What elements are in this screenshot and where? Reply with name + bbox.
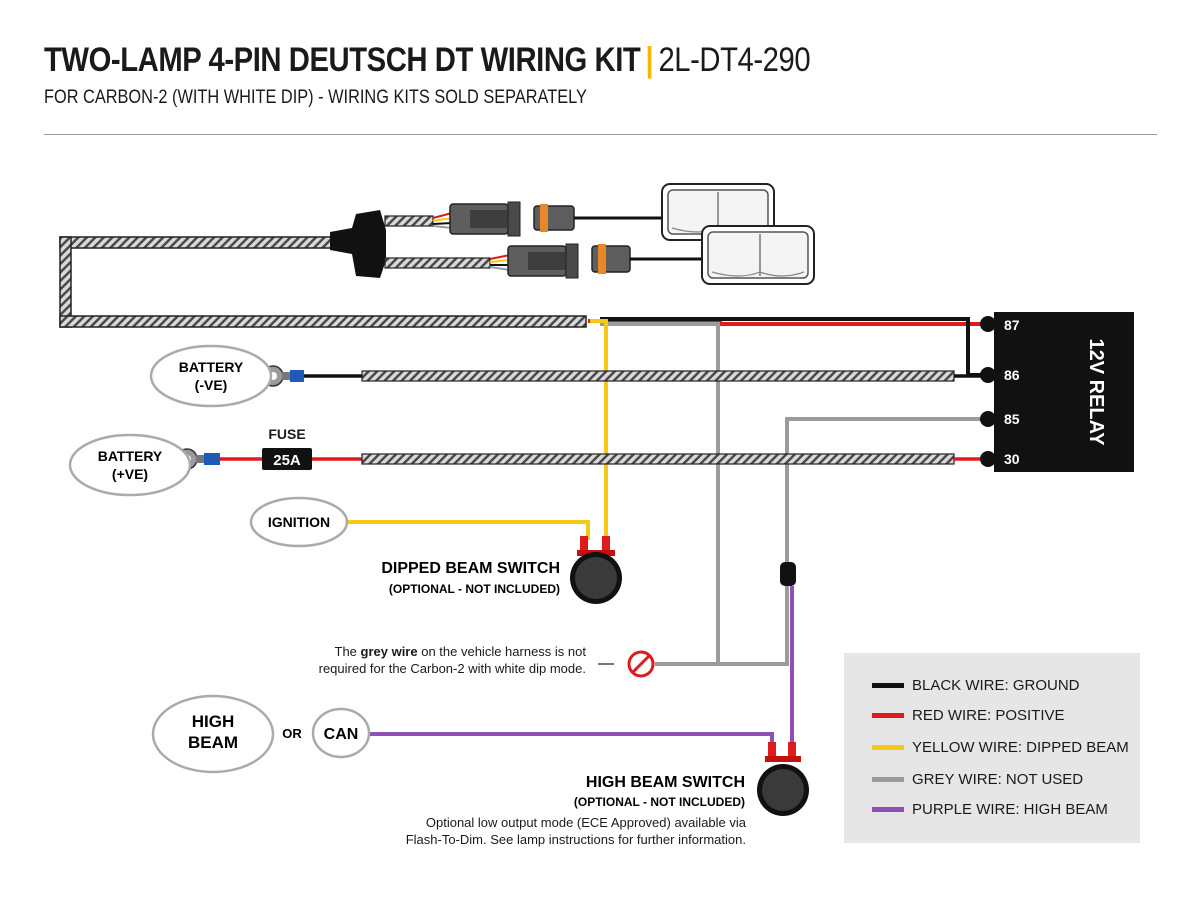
relay-12v: 87 86 85 30 12V RELAY xyxy=(980,312,1134,472)
legend-swatch-grey xyxy=(872,776,904,782)
flash-note-line2: Flash-To-Dim. See lamp instructions for … xyxy=(405,832,746,847)
fuse-25a: 25A xyxy=(262,448,312,470)
legend-label-grey: GREY WIRE: NOT USED xyxy=(912,770,1084,788)
title-text: TWO-LAMP 4-PIN DEUTSCH DT WIRING KIT xyxy=(44,41,641,79)
page-subtitle: FOR CARBON-2 (WITH WHITE DIP) - WIRING K… xyxy=(44,87,587,108)
legend-swatch-black xyxy=(872,682,904,688)
relay-pin-86: 86 xyxy=(1004,367,1020,383)
relay-label: 12V RELAY xyxy=(1085,338,1107,446)
grey-wire-note: The grey wire on the vehicle harness is … xyxy=(270,643,586,677)
relay-pin-30: 30 xyxy=(1004,451,1020,467)
flash-note-line1: Optional low output mode (ECE Approved) … xyxy=(425,815,746,830)
legend-item-yellow: YELLOW WIRE: DIPPED BEAM xyxy=(872,736,1129,758)
legend-swatch-purple xyxy=(872,806,904,812)
page-title: TWO-LAMP 4-PIN DEUTSCH DT WIRING KIT|2L-… xyxy=(44,40,811,80)
legend-item-red: RED WIRE: POSITIVE xyxy=(872,704,1065,726)
legend-label-red: RED WIRE: POSITIVE xyxy=(912,706,1065,724)
legend-item-grey: GREY WIRE: NOT USED xyxy=(872,768,1083,790)
high-switch-title: HIGH BEAM SWITCH xyxy=(586,774,745,791)
wire-legend: BLACK WIRE: GROUND RED WIRE: POSITIVE YE… xyxy=(844,653,1140,843)
dipped-beam-switch xyxy=(570,536,622,604)
grey-wire-harness xyxy=(600,322,720,664)
battery-negative-cable xyxy=(300,370,990,382)
battery-neg-line2: (-VE) xyxy=(195,377,228,393)
yellow-wire-ignition xyxy=(346,520,590,540)
fuse-title: FUSE xyxy=(268,426,305,442)
dipped-switch-title: DIPPED BEAM SWITCH xyxy=(381,560,560,577)
grey-wire-not-used xyxy=(655,586,789,666)
high-beam-switch xyxy=(757,742,809,816)
ignition-label: IGNITION xyxy=(268,514,330,530)
legend-label-yellow: YELLOW WIRE: DIPPED BEAM xyxy=(912,738,1129,756)
grey-note-bold: grey wire xyxy=(360,644,418,659)
legend-swatch-red xyxy=(872,712,904,718)
legend-swatch-yellow xyxy=(872,744,904,750)
battery-pos-line2: (+VE) xyxy=(112,466,148,482)
relay-pin-85: 85 xyxy=(1004,411,1020,427)
or-label: OR xyxy=(282,726,302,741)
can-label: CAN xyxy=(324,726,359,743)
high-beam-oval: HIGH BEAM xyxy=(151,694,275,774)
flash-to-dim-note: Optional low output mode (ECE Approved) … xyxy=(340,814,746,848)
upper-lamp-branch xyxy=(384,201,664,237)
high-beam-line1: HIGH xyxy=(192,712,235,731)
lamp-2 xyxy=(701,225,815,285)
battery-positive-oval: BATTERY (+VE) xyxy=(68,433,192,497)
legend-label-purple: PURPLE WIRE: HIGH BEAM xyxy=(912,800,1108,818)
battery-negative-oval: BATTERY (-VE) xyxy=(149,344,273,408)
battery-neg-line1: BATTERY xyxy=(179,359,244,375)
relay-pin-87: 87 xyxy=(1004,317,1020,333)
can-oval: CAN xyxy=(311,707,371,759)
lower-lamp-branch xyxy=(384,243,706,279)
fuse-value: 25A xyxy=(273,452,301,469)
main-harness xyxy=(59,236,587,328)
product-code: 2L-DT4-290 xyxy=(658,41,811,79)
grey-note-pre: The xyxy=(334,644,361,659)
inline-fuse-holder xyxy=(780,562,796,586)
ignition-oval: IGNITION xyxy=(249,496,349,548)
legend-item-black: BLACK WIRE: GROUND xyxy=(872,674,1080,696)
high-switch-sub: (OPTIONAL - NOT INCLUDED) xyxy=(574,795,745,809)
header-divider xyxy=(44,134,1157,135)
grey-note-line2: required for the Carbon-2 with white dip… xyxy=(318,661,586,676)
title-separator: | xyxy=(645,41,654,79)
high-beam-line2: BEAM xyxy=(188,733,238,752)
grey-wire-85 xyxy=(785,417,990,568)
legend-label-black: BLACK WIRE: GROUND xyxy=(912,676,1080,694)
not-used-icon xyxy=(598,650,655,678)
battery-pos-line1: BATTERY xyxy=(98,448,163,464)
grey-note-post: on the vehicle harness is not xyxy=(417,644,586,659)
black-wire-86 xyxy=(600,317,990,377)
battery-positive-cable xyxy=(220,453,990,465)
legend-item-purple: PURPLE WIRE: HIGH BEAM xyxy=(872,798,1108,820)
harness-splitter xyxy=(330,210,386,278)
dipped-switch-sub: (OPTIONAL - NOT INCLUDED) xyxy=(389,582,560,596)
purple-wire-can xyxy=(368,732,774,746)
yellow-wire-harness xyxy=(590,319,608,540)
